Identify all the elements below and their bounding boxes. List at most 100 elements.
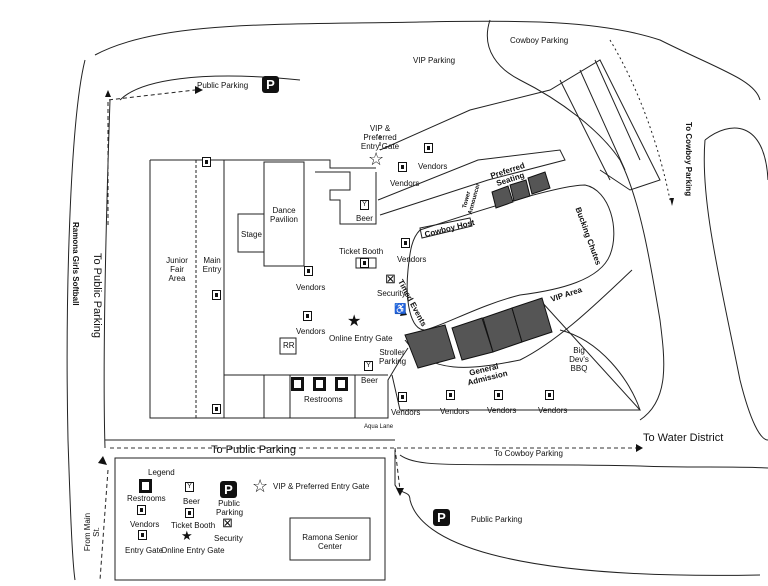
entry-gate-icon	[202, 157, 211, 167]
public-parking-label-bottom: Public Parking	[471, 515, 523, 524]
restroom-icon	[313, 377, 326, 391]
vip-entry-gate-label: VIP & Preferred Entry Gate	[360, 124, 400, 151]
fair-boundary-north	[150, 159, 376, 169]
vendor-icon	[401, 238, 410, 248]
to-public-parking-bottom: To Public Parking	[211, 444, 296, 456]
legend-ticket-booth-icon	[185, 508, 194, 518]
bbq-path	[559, 329, 641, 411]
restrooms-label: Restrooms	[304, 395, 343, 404]
senior-center-box	[289, 517, 371, 561]
arrowhead-east	[636, 444, 643, 452]
arrow-bottom-parking	[394, 447, 401, 491]
to-cowboy-dotted	[609, 39, 671, 201]
junior-fair-label: Junior Fair Area	[166, 256, 188, 283]
legend-ticket-booth: Ticket Booth	[171, 521, 216, 530]
stroller-parking-label: Stroller Parking	[379, 348, 407, 366]
to-water-district-label: To Water District	[643, 432, 724, 444]
arrow-from-main	[99, 469, 109, 581]
water-district-road	[399, 454, 768, 469]
entry-gate-icon	[212, 404, 221, 414]
seat-block-3	[527, 171, 551, 195]
beer-label: Beer	[356, 214, 373, 223]
public-parking-label-top: Public Parking	[197, 81, 249, 90]
legend-online-entry-gate: Online Entry Gate	[161, 546, 225, 555]
vendor-icon	[545, 390, 554, 400]
legend-security: Security	[214, 534, 243, 543]
legend-security-icon: ⊠	[222, 515, 233, 530]
accessible-icon: ♿	[394, 304, 407, 315]
west-road-inner	[103, 99, 111, 449]
lower-parking-lot	[394, 450, 761, 576]
vendor-icon	[424, 143, 433, 153]
legend-beer: Beer	[183, 497, 200, 506]
vendors-label: Vendors	[440, 407, 470, 416]
beer-label: Beer	[361, 376, 378, 385]
seat-block-1	[491, 185, 514, 209]
arena	[406, 184, 615, 331]
arrowhead-up	[105, 90, 111, 97]
ticket-booth-box	[355, 257, 377, 269]
vendor-icon	[446, 390, 455, 400]
legend-vendor-icon	[137, 505, 146, 515]
vendors-label: Vendors	[391, 408, 421, 417]
vip-star-icon: ☆	[368, 149, 385, 169]
north-road	[94, 20, 761, 101]
cowboy-host-box	[419, 217, 473, 239]
vendor-icon	[303, 311, 312, 321]
vendors-label: Vendors	[418, 162, 448, 171]
legend-vip-star-icon: ☆	[252, 476, 269, 496]
parking-rows	[559, 59, 641, 181]
seat-block-2	[509, 179, 531, 202]
stage-label: Stage	[241, 230, 262, 239]
from-main-st-label: From Main St.	[83, 512, 101, 552]
east-lot-edge	[619, 159, 665, 421]
east-curb	[704, 127, 768, 181]
legend-public-parking: Public Parking	[216, 499, 244, 517]
fair-boundary-south	[149, 160, 409, 419]
ticket-booth-label: Ticket Booth	[339, 247, 384, 256]
big-devs-bbq-label: Big Dev's BBQ	[569, 346, 589, 373]
security-label: Security	[377, 289, 406, 298]
security-icon: ⊠	[385, 271, 396, 286]
legend-restrooms: Restrooms	[127, 494, 166, 503]
cowboy-parking-edge	[486, 19, 621, 161]
vendors-label: Vendors	[296, 327, 326, 336]
vendor-icon	[398, 162, 407, 172]
legend-title: Legend	[148, 468, 175, 477]
vendors-label: Vendors	[296, 283, 326, 292]
legend-entry-gate: Entry Gate	[125, 546, 164, 555]
vip-parking-label: VIP Parking	[413, 56, 456, 65]
legend-beer-icon: Y	[185, 482, 194, 492]
beer-garden	[315, 171, 377, 225]
arrowhead-stroller	[400, 307, 407, 316]
parking-icon-bottom: P	[433, 509, 450, 526]
entry-gate-icon	[212, 290, 221, 300]
to-cowboy-parking-diag: To Cowboy Parking	[684, 122, 693, 197]
restroom-icon	[291, 377, 304, 391]
legend-vip-gate: VIP & Preferred Entry Gate	[273, 482, 370, 491]
vendors-label: Vendors	[487, 406, 517, 415]
aqua-lane-label: Aqua Lane	[364, 424, 394, 430]
beer-icon: Y	[360, 200, 369, 210]
west-road-outer	[66, 59, 86, 581]
ga-block-4	[511, 297, 553, 343]
legend-online-gate-icon: ★	[181, 528, 193, 543]
arrowhead-main-st	[98, 456, 107, 465]
arrowhead-top	[195, 86, 203, 94]
legend-restroom-icon	[139, 479, 152, 493]
vendor-icon	[494, 390, 503, 400]
rr-box	[279, 337, 297, 355]
restroom-icon	[335, 377, 348, 391]
main-entry-label: Main Entry	[202, 256, 222, 274]
beer-icon: Y	[364, 361, 373, 371]
legend-box	[114, 457, 386, 581]
vendors-label: Vendors	[390, 179, 420, 188]
stage-box	[237, 213, 265, 253]
parking-icon-top: P	[262, 76, 279, 93]
ga-block-1	[404, 324, 456, 369]
dance-pavilion-label: Dance Pavilion	[269, 206, 298, 224]
arrowhead-cowboy	[670, 198, 674, 206]
vendor-icon	[304, 266, 313, 276]
to-cowboy-parking-bottom: To Cowboy Parking	[494, 449, 563, 458]
